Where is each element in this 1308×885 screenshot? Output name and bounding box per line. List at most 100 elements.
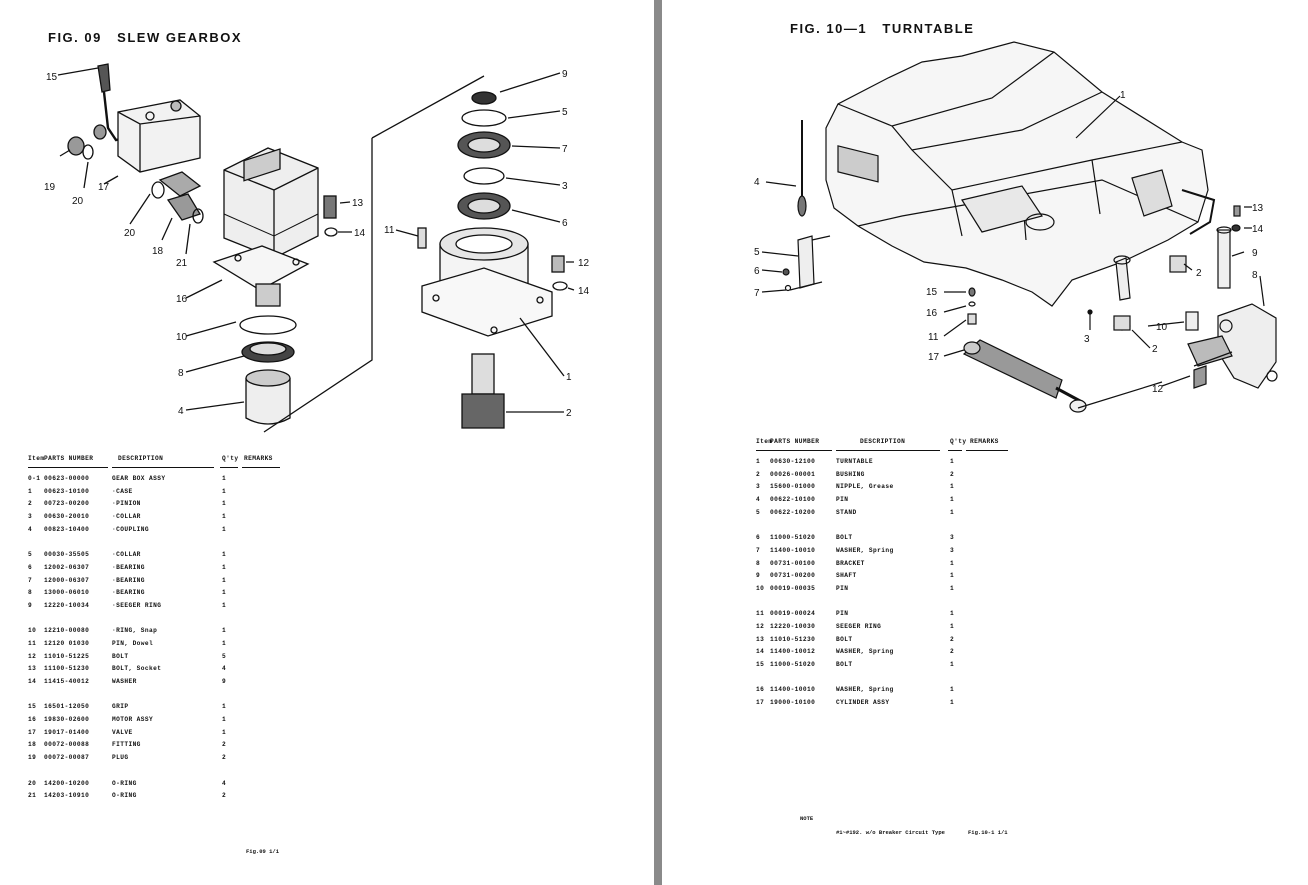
cell-item: 2 (756, 470, 761, 478)
cell-parts-number: 11000-51020 (770, 661, 816, 668)
callout-17: 17 (98, 182, 110, 193)
slew-gearbox-drawing: 15 19 20 17 20 18 21 13 14 16 10 8 4 9 5… (44, 63, 590, 433)
callout-11: 11 (928, 332, 939, 343)
cell-item: 6 (756, 534, 761, 542)
cell-parts-number: 11400-10010 (770, 686, 816, 694)
cell-item: 4 (756, 496, 761, 504)
cell-parts-number: 15600-01000 (770, 483, 816, 491)
callout-9: 9 (1252, 248, 1258, 259)
cell-description: WASHER, Spring (836, 648, 894, 656)
callout-6: 6 (754, 266, 760, 277)
page-footer: Fig.09 1/1 (246, 848, 280, 855)
cell-description: NIPPLE, Grease (836, 483, 894, 491)
cell-parts-number: 00019-00035 (770, 584, 816, 592)
callout-2: 2 (1196, 268, 1202, 279)
page-footer: Fig.10-1 1/1 (968, 829, 1008, 836)
note-text: #1~#192. w/o Breaker Circuit Type (836, 829, 945, 836)
callout-1: 1 (566, 372, 572, 383)
callout-18: 18 (152, 246, 164, 257)
header-item: Item (756, 438, 773, 445)
cell-quantity: 1 (222, 716, 227, 724)
callout-14: 14 (1252, 224, 1264, 235)
cell-quantity: 1 (222, 563, 227, 571)
cell-quantity: 1 (950, 496, 955, 504)
cell-item: 1 (28, 487, 33, 495)
cell-item: 14 (28, 678, 37, 685)
cell-quantity: 1 (222, 500, 227, 508)
callout-16: 16 (926, 308, 938, 319)
callout-2b: 2 (1152, 344, 1158, 355)
cell-item: 12 (28, 652, 37, 660)
cell-description: O-RING (112, 792, 137, 800)
cell-description: TURNTABLE (836, 458, 874, 465)
cell-quantity: 1 (950, 686, 955, 694)
callout-19: 19 (44, 182, 56, 193)
cell-parts-number: 00622-10200 (770, 508, 816, 516)
cell-description: BOLT (836, 635, 853, 643)
callout-15: 15 (926, 287, 938, 298)
cell-parts-number: 00623-10100 (44, 487, 90, 495)
note-label: NOTE (800, 815, 814, 822)
parts-table-header: Item PARTS NUMBER DESCRIPTION Q'ty REMAR… (756, 438, 1016, 458)
cell-item: 5 (28, 551, 33, 559)
cell-item: 11 (756, 610, 765, 618)
cell-parts-number: 11000-51020 (770, 534, 816, 542)
parts-table-header: Item PARTS NUMBER DESCRIPTION Q'ty REMAR… (28, 455, 288, 475)
cell-description: FITTING (112, 741, 141, 749)
callout-3: 3 (1084, 334, 1090, 345)
cell-parts-number: 00623-00000 (44, 475, 90, 482)
cell-parts-number: 11010-51225 (44, 652, 90, 660)
cell-quantity: 9 (222, 678, 227, 685)
parts-table: Item PARTS NUMBER DESCRIPTION Q'ty REMAR… (756, 438, 1016, 712)
cell-quantity: 1 (950, 508, 955, 516)
cell-item: 7 (28, 576, 33, 584)
cell-description: BOLT (836, 534, 853, 542)
cell-quantity: 1 (950, 559, 955, 567)
cell-parts-number: 00731-00100 (770, 559, 816, 567)
cell-quantity: 5 (222, 652, 227, 660)
cell-quantity: 1 (950, 661, 955, 668)
header-quantity: Q'ty (950, 438, 967, 445)
cell-description: BOLT (112, 652, 129, 660)
callout-13: 13 (352, 198, 364, 209)
cell-description: WASHER (112, 678, 137, 685)
left-page: FIG. 09 SLEW GEARBOX (28, 30, 590, 855)
callout-1: 1 (1120, 90, 1126, 101)
header-remarks: REMARKS (970, 438, 999, 445)
cell-description: PLUG (112, 754, 129, 762)
callout-5: 5 (754, 247, 760, 258)
callout-7: 7 (562, 144, 568, 155)
cell-parts-number: 00630-12100 (770, 458, 816, 465)
figure-title: FIG. 10—1 TURNTABLE (790, 21, 975, 36)
callout-16: 16 (176, 294, 188, 305)
cell-parts-number: 00019-00024 (770, 610, 816, 618)
cell-item: 11 (28, 639, 37, 647)
cell-quantity: 1 (222, 589, 227, 597)
cell-description: WASHER, Spring (836, 546, 894, 554)
header-quantity: Q'ty (222, 455, 239, 462)
cell-item: 17 (28, 728, 37, 736)
parts-table: Item PARTS NUMBER DESCRIPTION Q'ty REMAR… (28, 455, 288, 805)
cell-parts-number: 12000-06307 (44, 576, 90, 584)
callout-11: 11 (384, 225, 395, 236)
cell-description: PIN (836, 496, 849, 504)
cell-description: GEAR BOX ASSY (112, 475, 166, 482)
cell-quantity: 1 (950, 584, 955, 592)
cell-item: 17 (756, 699, 765, 707)
cell-description: BRACKET (836, 559, 865, 567)
cell-description: ·BEARING (112, 563, 145, 571)
cell-parts-number: 00072-00087 (44, 754, 90, 762)
